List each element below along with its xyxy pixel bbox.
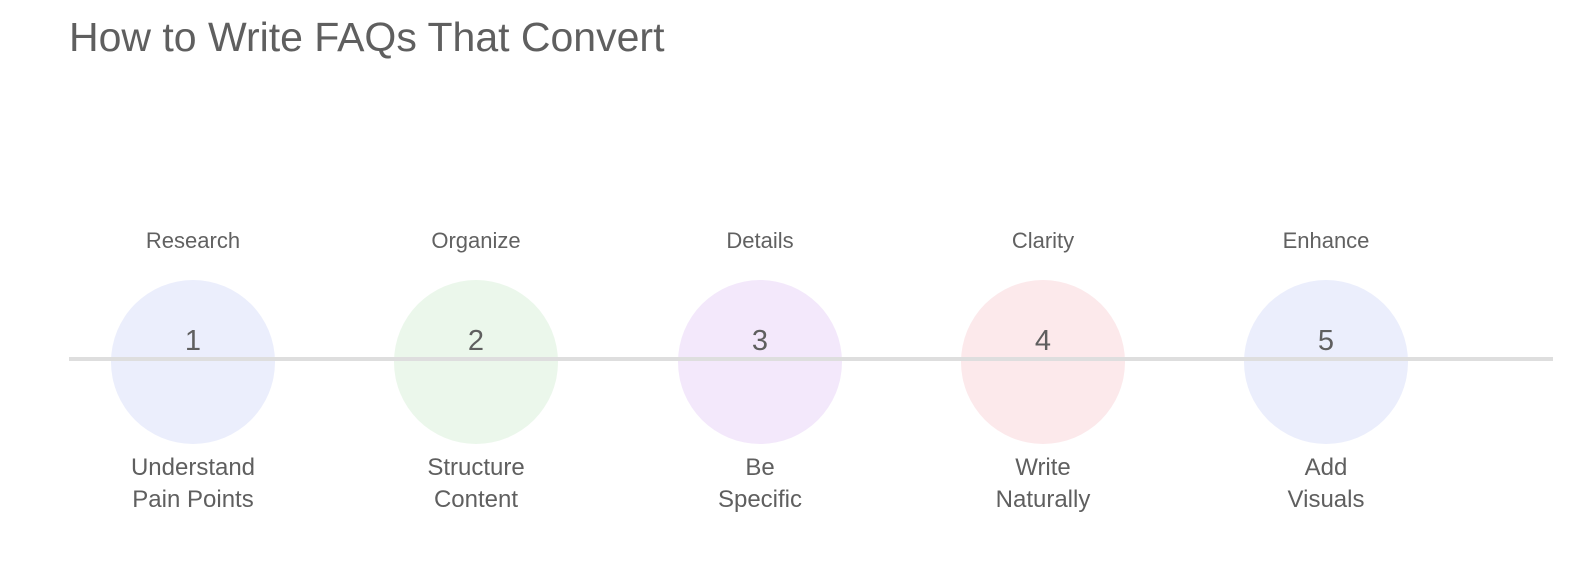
step-circle (394, 280, 558, 444)
step-label-line: Be (745, 454, 775, 481)
step-number: 4 (1034, 325, 1052, 357)
step-label: Add Visuals (1196, 452, 1456, 516)
step-label-line: Structure (427, 454, 525, 481)
step-category: Organize (431, 228, 521, 253)
step-label-line: Pain Points (132, 486, 254, 513)
step-label-line: Visuals (1287, 486, 1365, 513)
page-title: How to Write FAQs That Convert (69, 14, 665, 60)
step-number: 1 (184, 325, 202, 357)
step-number: 3 (751, 325, 769, 357)
step-category: Enhance (1282, 228, 1370, 253)
step-label-line: Add (1304, 454, 1348, 481)
step-number: 5 (1317, 325, 1335, 357)
timeline-step-organize: Organize 2 Structure Content (346, 0, 606, 563)
timeline-line (69, 357, 1553, 361)
step-label: Understand Pain Points (63, 452, 323, 516)
timeline-step-enhance: Enhance 5 Add Visuals (1196, 0, 1456, 563)
step-category: Details (726, 228, 794, 253)
step-label-line: Understand (130, 454, 256, 481)
step-label: Be Specific (630, 452, 890, 516)
step-circle (678, 280, 842, 444)
timeline-step-details: Details 3 Be Specific (630, 0, 890, 563)
step-number: 2 (467, 325, 485, 357)
step-circle (1244, 280, 1408, 444)
step-label-line: Specific (717, 486, 803, 513)
step-category: Clarity (1011, 228, 1075, 253)
step-label: Write Naturally (913, 452, 1173, 516)
step-label-line: Content (433, 486, 519, 513)
timeline-step-clarity: Clarity 4 Write Naturally (913, 0, 1173, 563)
step-circle (111, 280, 275, 444)
timeline-step-research: Research 1 Understand Pain Points (63, 0, 323, 563)
step-label: Structure Content (346, 452, 606, 516)
step-label-line: Naturally (995, 486, 1091, 513)
step-category: Research (145, 228, 241, 253)
step-label-line: Write (1015, 454, 1071, 481)
step-circle (961, 280, 1125, 444)
